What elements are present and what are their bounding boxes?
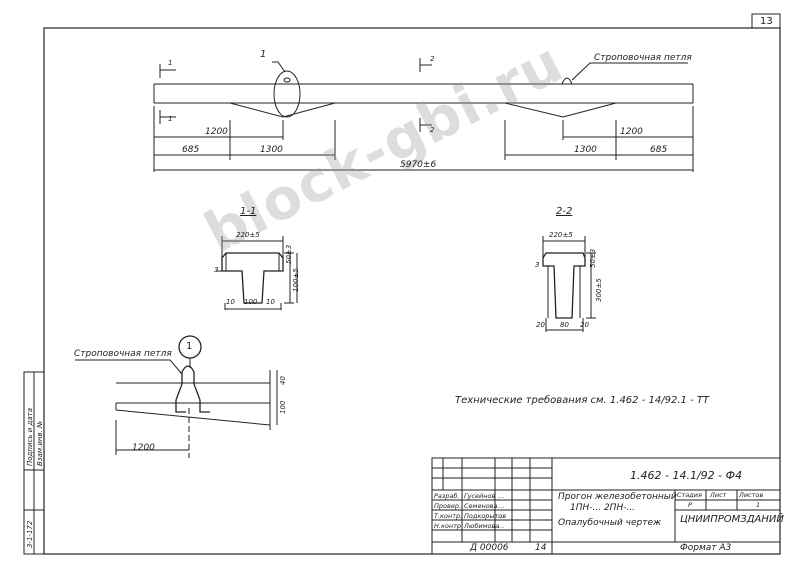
detail-dim-100: 100 <box>279 400 287 414</box>
title-block-signature: … <box>498 512 505 520</box>
section-mark-1-top: 1 <box>168 59 173 67</box>
title-block-name: Подкорытов <box>464 512 507 520</box>
section-2-2-bottom-mid: 80 <box>560 321 569 329</box>
section-mark-2-top: 2 <box>430 55 435 63</box>
title-block-sheets-header: Листов <box>739 491 764 499</box>
beam-callout-number: 1 <box>260 49 267 60</box>
title-block-signature: … <box>498 502 505 510</box>
section-2-2-h-total: 300±5 <box>595 278 603 302</box>
dim-right-685: 685 <box>650 145 668 155</box>
section-mark-2-bottom: 2 <box>430 126 435 134</box>
title-block-name-line2: 1ПН-... 2ПН-... <box>570 503 636 513</box>
section-2-2-h-top: 50±3 <box>589 248 597 268</box>
title-block-sheets-value: 1 <box>756 501 761 509</box>
section-2-2-title: 2-2 <box>556 206 573 217</box>
lifting-loop-left-oval <box>273 70 301 118</box>
section-2-2-width: 220±5 <box>549 231 573 239</box>
title-block-stage-value: Р <box>688 501 692 509</box>
beam-lifting-loop-label: Строповочная петля <box>594 53 692 63</box>
title-block-name: Гусейнов <box>464 492 496 500</box>
tech-requirements-note: Технические требования см. 1.462 - 14/92… <box>455 395 710 406</box>
lifting-loop-right <box>561 77 573 85</box>
section-mark-1-bottom: 1 <box>168 115 173 123</box>
section-2-2-bottom-left: 20 <box>536 321 545 329</box>
side-stamp-right-text: Взам.инв. № <box>36 420 44 466</box>
detail-dim-1200: 1200 <box>132 443 155 453</box>
dim-left-1200: 1200 <box>205 127 228 137</box>
title-block-sheet-header: Лист <box>710 491 727 499</box>
title-block-role: Т.контр. <box>434 512 463 520</box>
section-1-1-bottom-right: 10 <box>266 298 275 306</box>
section-1-1-title: 1-1 <box>240 206 257 217</box>
section-2-2 <box>542 236 596 332</box>
section-2-2-side: 3 <box>535 261 540 269</box>
title-block-code: 1.462 - 14.1/92 - Ф4 <box>630 469 743 482</box>
title-block-name: Любимова <box>464 522 500 530</box>
side-stamp <box>23 371 45 555</box>
dim-right-1300: 1300 <box>574 145 597 155</box>
title-block-signature: … <box>498 522 505 530</box>
side-stamp-bottom-text: 3-1-172 <box>26 520 34 548</box>
page-number-box <box>751 13 781 29</box>
frame-border <box>43 27 781 555</box>
section-2-2-bottom-right: 20 <box>580 321 589 329</box>
title-block-role: Н.контр. <box>434 522 464 530</box>
page-number: 13 <box>760 16 773 27</box>
section-1-1-h-total: 100±5 <box>292 268 300 292</box>
title-block <box>431 457 781 555</box>
title-block-signature: … <box>498 492 505 500</box>
detail-callout-number: 1 <box>186 341 193 352</box>
title-block-stage-header: Стадия <box>677 491 702 499</box>
title-block-role: Разраб. <box>434 492 460 500</box>
section-1-1-width: 220±5 <box>236 231 260 239</box>
dim-left-685: 685 <box>182 145 200 155</box>
title-block-organization: ЦНИИПРОМЗДАНИЙ <box>680 514 784 525</box>
section-1-1-bottom-mid: 100 <box>244 298 258 306</box>
title-block-name-line1: Прогон железобетонный <box>558 492 677 502</box>
section-1-1-bottom-left: 10 <box>226 298 235 306</box>
section-1-1 <box>216 236 298 310</box>
title-block-role: Провер. <box>434 502 462 510</box>
detail-lifting-loop <box>75 335 278 458</box>
section-1-1-side: 3 <box>214 266 219 274</box>
title-block-drawing-type: Опалубочный чертеж <box>558 518 662 528</box>
side-stamp-left-text: Подпись и дата <box>26 408 34 466</box>
detail-lifting-loop-label: Строповочная петля <box>74 349 172 359</box>
title-block-bottom-number: Д 00006 <box>470 543 509 553</box>
title-block-format: Формат А3 <box>680 543 732 553</box>
detail-dim-40: 40 <box>279 376 287 385</box>
beam-elevation <box>153 58 694 172</box>
title-block-name: Семенова <box>464 502 498 510</box>
dim-left-1300: 1300 <box>260 145 283 155</box>
title-block-bottom-sheet: 14 <box>535 543 547 553</box>
dim-right-1200: 1200 <box>620 127 643 137</box>
section-1-1-h-top: 50±3 <box>285 244 293 264</box>
dim-total: 5970±6 <box>400 160 437 170</box>
